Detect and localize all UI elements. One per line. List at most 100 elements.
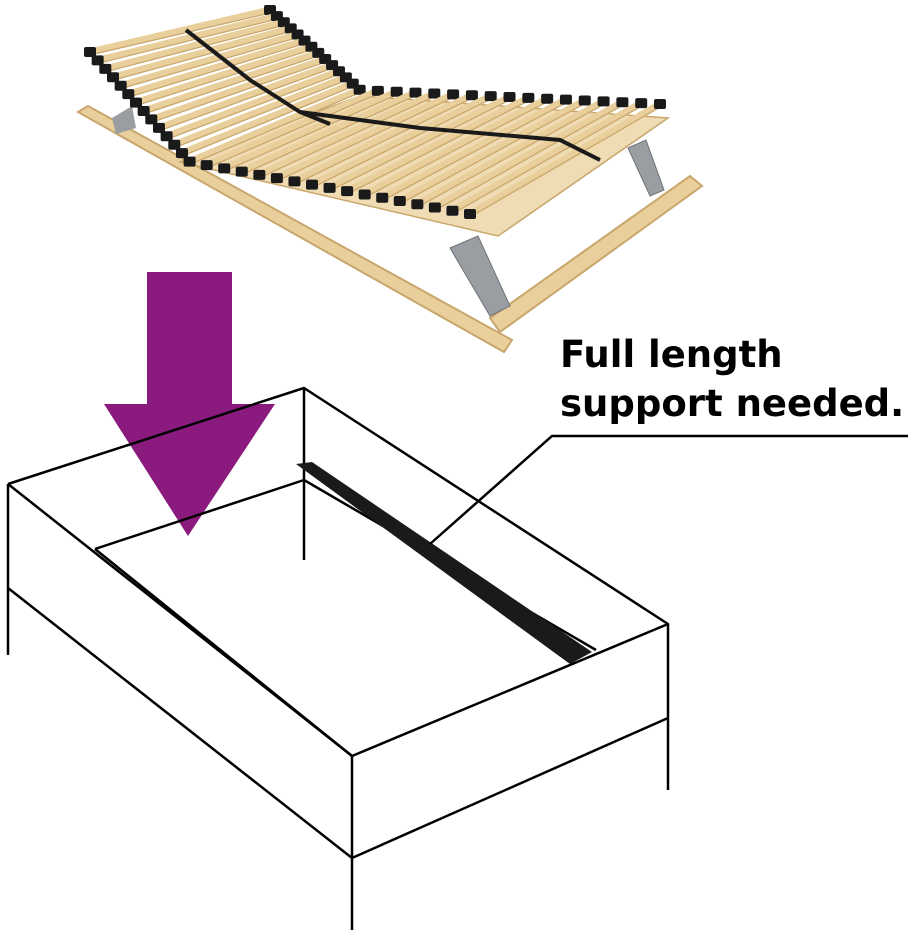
caption-line-2: support needed.	[560, 382, 905, 425]
slat-holder-clip	[358, 189, 371, 200]
slat-holder-clip	[270, 173, 283, 184]
slat-holder-clip	[654, 99, 666, 109]
slat-holder-clip	[183, 156, 196, 167]
slat-edge	[158, 67, 333, 132]
slat-holder-clip	[522, 92, 535, 103]
slat-edge	[469, 106, 661, 218]
slat-edge	[329, 99, 510, 192]
slat-edge	[434, 104, 623, 212]
slat	[155, 61, 336, 132]
caption-line-1: Full length	[560, 333, 783, 376]
slat-holder-clip	[616, 97, 629, 108]
slat-holder-clip	[137, 106, 150, 117]
slat	[255, 89, 438, 179]
slat	[396, 96, 589, 205]
slat-edge	[381, 102, 567, 202]
slat-holder-clip	[390, 86, 403, 97]
slat-edge	[294, 97, 473, 185]
strap-head	[184, 28, 331, 126]
slat-holder-clip	[306, 179, 319, 190]
slat-holder-clip	[409, 87, 422, 98]
slat	[238, 89, 419, 176]
box-top-rim	[7, 386, 670, 758]
slat-holder-clip	[114, 80, 127, 91]
slat-edge	[128, 43, 305, 98]
slat-edge	[143, 55, 319, 115]
slat	[326, 93, 514, 192]
slat-edge	[151, 61, 326, 123]
slat-holder-clip	[145, 114, 158, 125]
slat-holder-clip	[152, 122, 165, 133]
slat-holder-clip	[353, 84, 366, 95]
slat-edge	[452, 105, 642, 215]
slat-holder-clip	[288, 176, 301, 187]
slat	[343, 94, 532, 195]
slat-holder-clip	[106, 72, 119, 83]
slatted-bed-frame-image	[76, 5, 704, 354]
metal-bracket-left	[112, 106, 136, 134]
slat	[147, 55, 329, 123]
slat	[132, 43, 315, 107]
slat-edge	[259, 95, 435, 179]
slat-holder-clip	[503, 91, 516, 102]
slat-holder-clip	[129, 97, 142, 108]
slat-holder-clip	[484, 91, 497, 102]
slat-edge	[97, 18, 278, 65]
slat	[178, 80, 357, 157]
slat	[290, 91, 476, 185]
slat	[94, 12, 281, 64]
metal-bracket-front	[449, 235, 511, 317]
slat-holder-clip	[99, 63, 112, 74]
slat-holder-clip	[175, 148, 188, 159]
slat-holder-clip	[411, 199, 424, 210]
strap-middle	[299, 110, 601, 162]
slat	[448, 99, 645, 215]
slat	[101, 18, 288, 73]
slat-edge	[174, 79, 347, 149]
slat	[413, 97, 608, 208]
slat	[163, 67, 343, 140]
slat-edge	[417, 103, 604, 208]
slat-holder-clip	[578, 95, 591, 106]
box-inner-edge-front	[94, 548, 353, 757]
slat	[273, 90, 457, 182]
slat-holder-clip	[393, 195, 406, 206]
slat-holder-clip	[84, 47, 96, 57]
slat	[140, 49, 322, 115]
slat-holder-clip	[541, 93, 554, 104]
slat-holder-clip	[446, 205, 459, 216]
slats	[84, 5, 666, 219]
slat-holder-clip	[371, 85, 384, 96]
caption-leader-line	[429, 434, 908, 545]
slat-edge	[311, 98, 491, 189]
slat-holder-clip	[341, 186, 354, 197]
slat-edge	[135, 49, 312, 107]
slat-holder-clip	[91, 55, 104, 66]
slat-holder-clip	[122, 89, 135, 100]
slat-holder-clip	[323, 182, 336, 193]
metal-bracket-right	[627, 139, 665, 197]
support-caption: Full length support needed.	[560, 330, 910, 428]
slat-edge	[105, 24, 284, 73]
slat-edge	[206, 93, 379, 169]
slat-holder-clip	[447, 89, 460, 100]
slat-edge	[189, 92, 360, 166]
slat-edge	[120, 36, 298, 90]
slat-holder-clip	[428, 202, 441, 213]
slat-holder-clip	[168, 139, 181, 150]
slat	[186, 86, 364, 166]
box-bottom-left	[7, 587, 353, 859]
side-rail-left	[76, 104, 514, 354]
slat-edge	[276, 96, 454, 182]
slat-edge	[89, 12, 271, 56]
slat	[86, 6, 274, 56]
slat-holder-clip	[218, 163, 231, 174]
slat	[431, 98, 626, 211]
slat	[124, 37, 308, 98]
down-arrow-icon	[104, 272, 275, 536]
slat-edge	[223, 94, 397, 172]
slat-holder-clip	[235, 166, 248, 177]
slat-edge	[241, 95, 416, 176]
slat	[170, 73, 350, 149]
